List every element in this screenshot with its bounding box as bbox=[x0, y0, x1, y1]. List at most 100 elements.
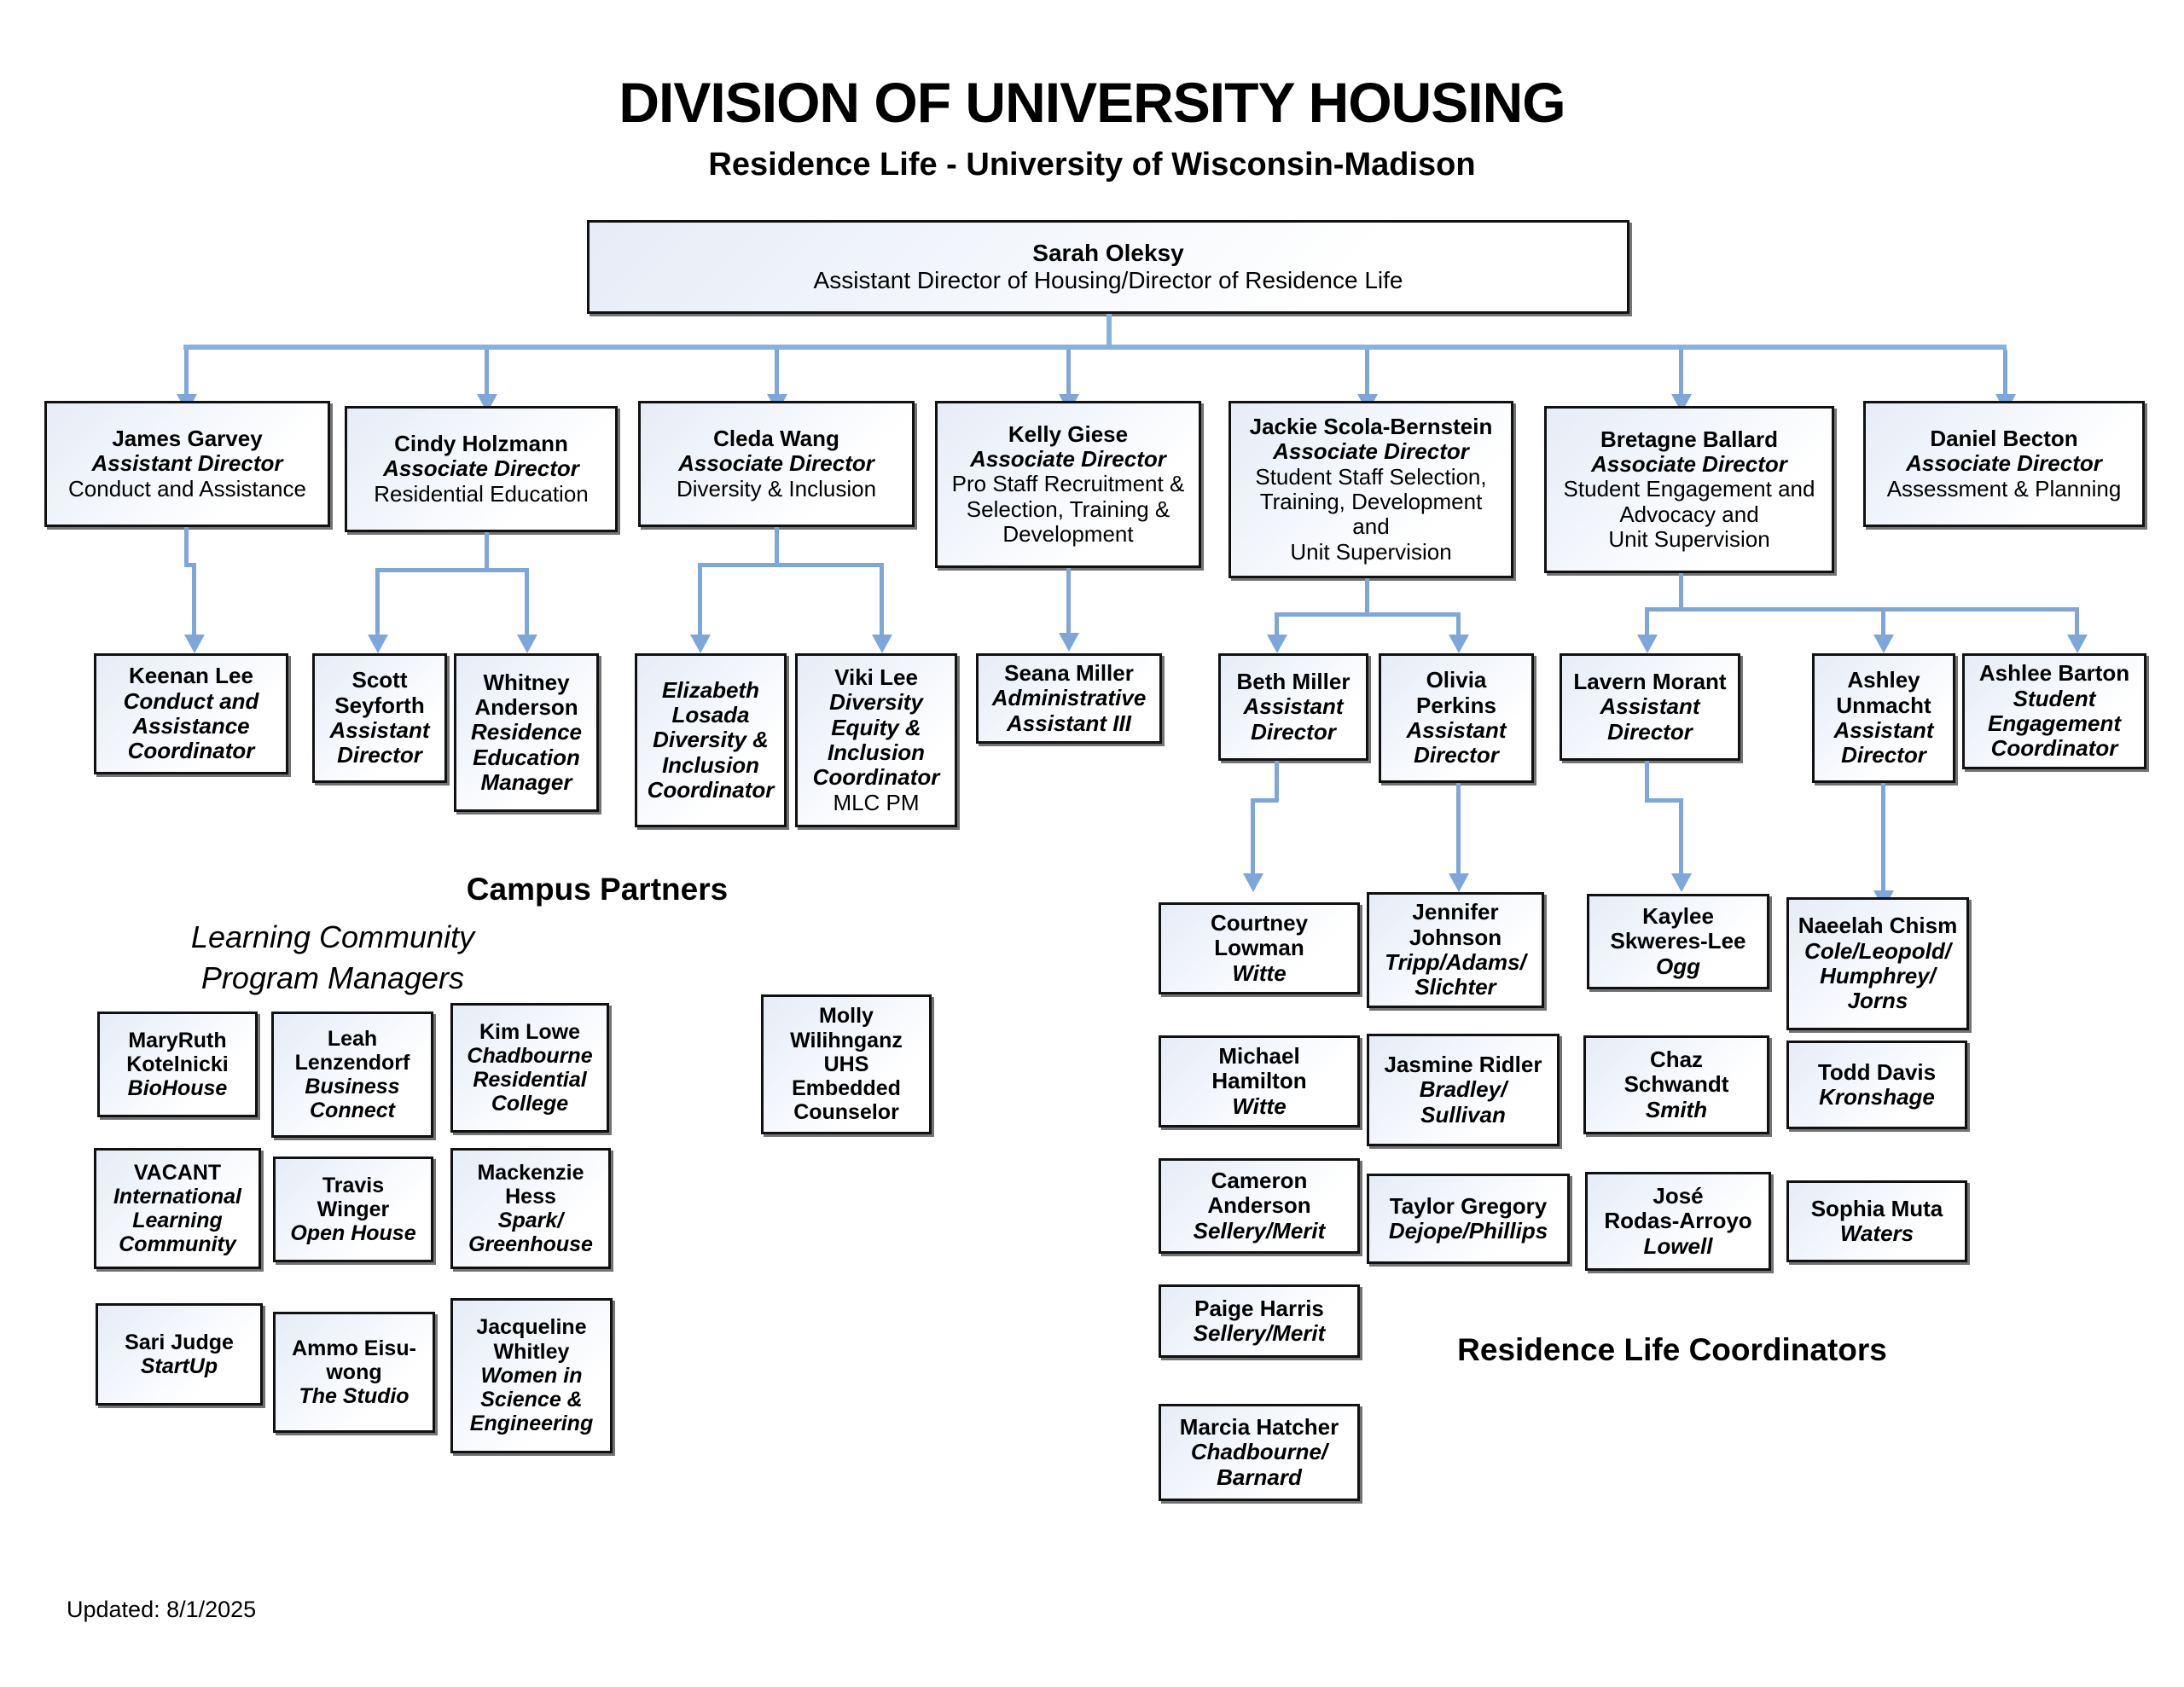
node-cleda-wang[interactable]: Cleda Wang Associate Director Diversity … bbox=[638, 401, 915, 527]
connector-perkins-drop bbox=[1456, 612, 1461, 638]
campus-partner-card[interactable]: Mackenzie Hess Spark/ Greenhouse bbox=[450, 1148, 611, 1269]
campus-partner-card[interactable]: Kim Lowe Chadbourne Residential College bbox=[450, 1003, 609, 1133]
node-james-garvey[interactable]: James Garvey Assistant Director Conduct … bbox=[44, 401, 330, 527]
node-bretagne-ballard[interactable]: Bretagne Ballard Associate Director Stud… bbox=[1544, 406, 1834, 573]
connector-unmacht-drop bbox=[1881, 607, 1885, 638]
partner-name-line: wong bbox=[326, 1359, 382, 1384]
tier3-role-line: Assistance bbox=[132, 713, 250, 739]
coordinator-name-line: Marcia Hatcher bbox=[1179, 1413, 1339, 1440]
node-uhs-embedded-counselor[interactable]: Molly Wilihnganz UHS Embedded Counselor bbox=[761, 994, 932, 1134]
coordinator-hall-line: Sellery/Merit bbox=[1193, 1217, 1326, 1244]
coordinator-card[interactable]: Sophia Muta Waters bbox=[1786, 1180, 1967, 1262]
coordinator-card[interactable]: Naeelah Chism Cole/Leopold/ Humphrey/ Jo… bbox=[1786, 897, 1969, 1030]
node-cindy-holzmann[interactable]: Cindy Holzmann Associate Director Reside… bbox=[345, 406, 618, 532]
connector-director-stem bbox=[1107, 314, 1112, 345]
partner-name-line: Lenzendorf bbox=[294, 1050, 410, 1075]
node-olivia-perkins[interactable]: Olivia Perkins Assistant Director bbox=[1379, 653, 1534, 783]
partner-program-line: International bbox=[113, 1184, 241, 1209]
coordinator-name-line: Cameron bbox=[1211, 1167, 1308, 1193]
node-jackie-scola-bernstein[interactable]: Jackie Scola-Bernstein Associate Directo… bbox=[1228, 401, 1513, 578]
campus-partner-card[interactable]: VACANT International Learning Community bbox=[94, 1148, 261, 1269]
coordinator-card[interactable]: Jennifer Johnson Tripp/Adams/ Slichter bbox=[1367, 892, 1544, 1008]
coordinator-name-line: Hamilton bbox=[1211, 1068, 1307, 1094]
coordinator-name-line: Jennifer bbox=[1412, 899, 1499, 925]
tier3-role-line: Engagement bbox=[1987, 710, 2122, 736]
node-beth-miller[interactable]: Beth Miller Assistant Director bbox=[1218, 653, 1368, 761]
campus-partner-card[interactable]: Sari Judge StartUp bbox=[96, 1303, 263, 1406]
campus-partner-card[interactable]: Jacqueline Whitley Women in Science & En… bbox=[450, 1298, 613, 1453]
node-keenan-lee[interactable]: Keenan Lee Conduct and Assistance Coordi… bbox=[94, 653, 288, 774]
tier2-unit-line: Pro Staff Recruitment & bbox=[951, 471, 1185, 497]
coordinator-card[interactable]: Marcia Hatcher Chadbourne/ Barnard bbox=[1159, 1404, 1360, 1501]
tier3-name-line: Whitney bbox=[483, 669, 570, 695]
updated-date: Updated: 8/1/2025 bbox=[67, 1597, 257, 1622]
campus-partner-card[interactable]: Leah Lenzendorf Business Connect bbox=[271, 1012, 433, 1138]
coordinator-hall-line: Sullivan bbox=[1420, 1101, 1506, 1128]
node-whitney-anderson[interactable]: Whitney Anderson Residence Education Man… bbox=[454, 653, 599, 812]
counselor-line: Counselor bbox=[793, 1100, 899, 1125]
campus-partner-card[interactable]: Travis Winger Open House bbox=[273, 1157, 433, 1262]
arrow-seana-miller bbox=[1059, 633, 1079, 652]
node-seana-miller[interactable]: Seana Miller Administrative Assistant II… bbox=[976, 653, 1162, 744]
tier3-role-line: Diversity bbox=[829, 689, 923, 716]
campus-partner-card[interactable]: Ammo Eisu- wong The Studio bbox=[273, 1312, 435, 1433]
node-ashley-unmacht[interactable]: Ashley Unmacht Assistant Director bbox=[1812, 653, 1955, 783]
campus-partner-card[interactable]: MaryRuth Kotelnicki BioHouse bbox=[97, 1012, 258, 1117]
tier3-role-line: Director bbox=[337, 742, 422, 768]
arrow-elizabeth-losada bbox=[690, 635, 711, 653]
arrow-keenan-lee bbox=[184, 635, 205, 653]
coordinator-card[interactable]: Cameron Anderson Sellery/Merit bbox=[1159, 1158, 1360, 1254]
connector-ballard-bus bbox=[1645, 607, 2078, 612]
connector-wang-bus bbox=[698, 563, 884, 567]
tier3-role-line: Director bbox=[1607, 718, 1693, 745]
coordinator-card[interactable]: José Rodas-Arroyo Lowell bbox=[1585, 1172, 1771, 1271]
partner-name-line: Leah bbox=[327, 1026, 378, 1051]
node-kelly-giese[interactable]: Kelly Giese Associate Director Pro Staff… bbox=[935, 401, 1201, 568]
coordinator-name-line: Jasmine Ridler bbox=[1384, 1051, 1542, 1077]
node-viki-lee[interactable]: Viki Lee Diversity Equity & Inclusion Co… bbox=[795, 653, 957, 827]
tier3-role-line: Assistant bbox=[1833, 717, 1934, 743]
coordinator-card[interactable]: Taylor Gregory Dejope/Phillips bbox=[1367, 1174, 1570, 1264]
node-ashlee-barton[interactable]: Ashlee Barton Student Engagement Coordin… bbox=[1962, 653, 2146, 769]
coordinator-name-line: Kaylee bbox=[1642, 902, 1714, 929]
coordinator-hall-line: Waters bbox=[1839, 1220, 1914, 1246]
node-elizabeth-losada[interactable]: Elizabeth Losada Diversity & Inclusion C… bbox=[635, 653, 787, 827]
coordinator-name-line: Johnson bbox=[1409, 924, 1502, 950]
tier2-unit-line: Development bbox=[1002, 521, 1134, 548]
tier3-role-line: Losada bbox=[671, 701, 750, 728]
coordinator-hall-line: Tripp/Adams/ bbox=[1385, 949, 1526, 975]
tier3-role-line: Inclusion bbox=[827, 739, 926, 765]
director-name: Sarah Oleksy bbox=[1032, 240, 1184, 267]
coordinator-card[interactable]: Chaz Schwandt Smith bbox=[1583, 1035, 1769, 1134]
coordinator-name-line: Skweres-Lee bbox=[1610, 928, 1746, 954]
tier2-unit-line: Unit Supervision bbox=[1608, 526, 1770, 553]
partner-name-line: Kotelnicki bbox=[126, 1052, 229, 1076]
partner-name-line: Ammo Eisu- bbox=[292, 1336, 416, 1360]
node-daniel-becton[interactable]: Daniel Becton Associate Director Assessm… bbox=[1863, 401, 2145, 527]
tier2-name: James Garvey bbox=[112, 425, 263, 451]
tier3-name: Keenan Lee bbox=[129, 663, 253, 689]
partner-program-line: Science & bbox=[480, 1388, 583, 1412]
coordinator-card[interactable]: Michael Hamilton Witte bbox=[1159, 1035, 1360, 1128]
residence-life-coordinators-heading: Residence Life Coordinators bbox=[1457, 1332, 1887, 1367]
tier3-extra-line: MLC PM bbox=[833, 789, 920, 815]
connector-morant-drop bbox=[1645, 607, 1649, 638]
partner-program-line: Business bbox=[305, 1075, 400, 1099]
tier2-unit: Diversity & Inclusion bbox=[676, 475, 877, 501]
node-lavern-morant[interactable]: Lavern Morant Assistant Director bbox=[1560, 653, 1740, 761]
coordinator-card[interactable]: Todd Davis Kronshage bbox=[1786, 1041, 1967, 1129]
coordinator-card[interactable]: Paige Harris Sellery/Merit bbox=[1159, 1284, 1360, 1358]
arrow-coordinators-col2 bbox=[1449, 873, 1469, 892]
partner-program-line: Open House bbox=[290, 1221, 416, 1246]
node-director[interactable]: Sarah Oleksy Assistant Director of Housi… bbox=[587, 220, 1629, 314]
coordinator-name-line: Schwandt bbox=[1623, 1071, 1729, 1098]
coordinator-card[interactable]: Jasmine Ridler Bradley/ Sullivan bbox=[1367, 1034, 1560, 1146]
tier3-role-line: Assistant III bbox=[1007, 710, 1131, 736]
coordinator-card[interactable]: Kaylee Skweres-Lee Ogg bbox=[1587, 894, 1769, 989]
node-scott-seyforth[interactable]: Scott Seyforth Assistant Director bbox=[312, 653, 447, 783]
tier2-name: Bretagne Ballard bbox=[1600, 426, 1779, 452]
partner-name-line: Whitley bbox=[493, 1339, 570, 1364]
arrow-ashley-unmacht bbox=[1873, 635, 1894, 653]
page-title: DIVISION OF UNIVERSITY HOUSING bbox=[619, 71, 1565, 134]
coordinator-card[interactable]: Courtney Lowman Witte bbox=[1159, 902, 1360, 994]
